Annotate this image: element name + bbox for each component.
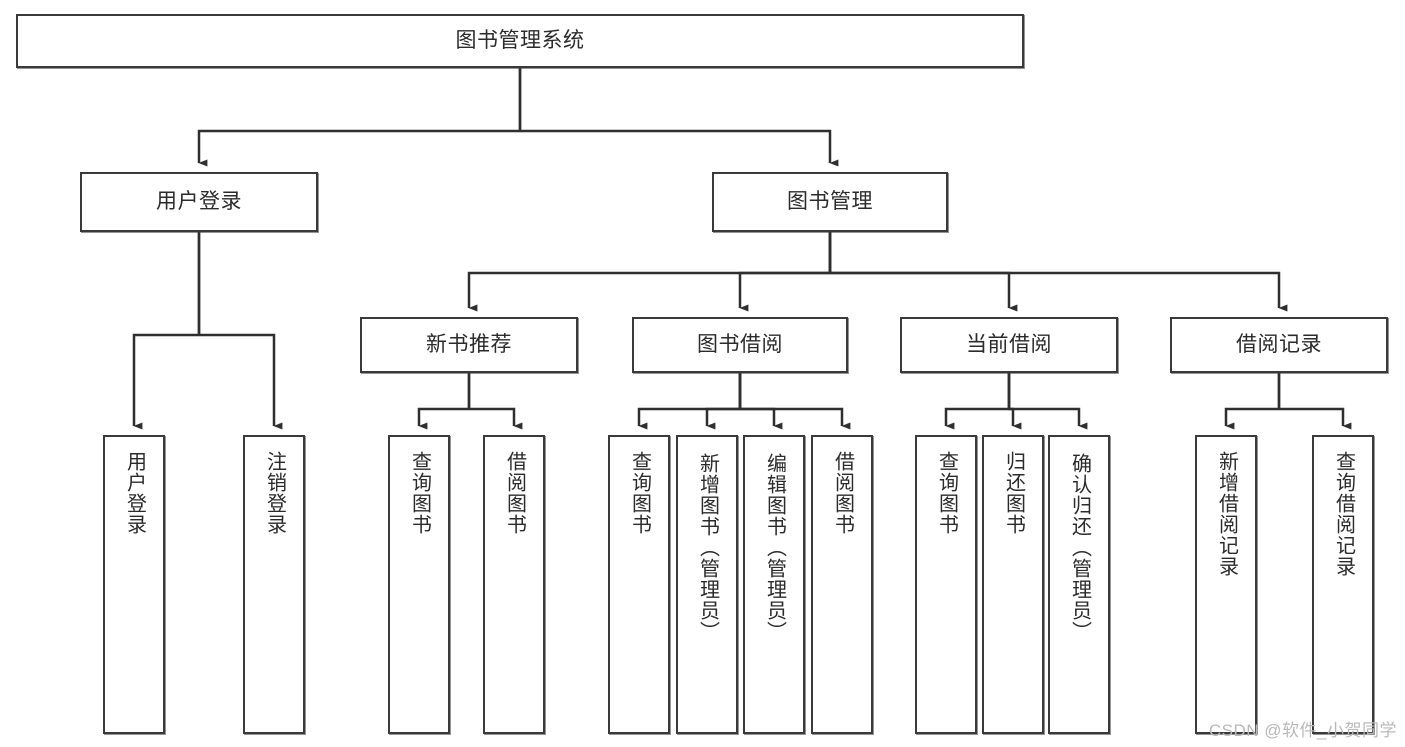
connector-book-borrow-to-leaf-add-book: [705, 373, 742, 430]
connector-borrow-record-to-leaf-query-record: [1277, 373, 1352, 430]
connector-root-to-user-login: [197, 68, 522, 167]
leaf-leaf-add-record[interactable]: 新增借阅记录: [1195, 435, 1257, 734]
watermark: CSDN @软件_小贺同学: [1208, 721, 1397, 740]
node-book-manage[interactable]: 图书管理: [712, 172, 948, 232]
connector-book-borrow-to-leaf-edit-book: [738, 373, 783, 430]
node-label: 查询图书: [935, 451, 958, 535]
node-label: 当前借阅: [966, 333, 1052, 357]
leaf-leaf-user-logout[interactable]: 注销登录: [243, 435, 305, 734]
leaf-leaf-return-book[interactable]: 归还图书: [982, 435, 1044, 734]
connector-book-borrow-to-leaf-borrow-book-2: [738, 373, 851, 430]
node-label: 借阅图书: [831, 451, 854, 535]
node-label: 借阅记录: [1236, 333, 1322, 357]
node-label: 图书借阅: [697, 333, 783, 357]
connector-borrow-record-to-leaf-add-record: [1224, 373, 1281, 430]
node-new-book-recommend[interactable]: 新书推荐: [360, 317, 578, 373]
connector-book-manage-to-borrow-record: [828, 232, 1288, 312]
connector-root-to-book-manage: [518, 68, 839, 167]
node-user-login[interactable]: 用户登录: [80, 172, 318, 232]
node-label: 注销登录: [263, 451, 286, 535]
node-label: 用户登录: [123, 451, 146, 535]
node-label: 编辑图书（管理员）: [763, 453, 786, 642]
node-label: 图书管理: [787, 190, 873, 214]
connector-new-book-recommend-to-leaf-query-book-1: [417, 373, 471, 430]
node-label: 确认归还（管理员）: [1068, 453, 1091, 642]
node-root[interactable]: 图书管理系统: [16, 14, 1024, 68]
node-label: 查询借阅记录: [1332, 451, 1355, 577]
connector-book-manage-to-new-book-recommend: [467, 232, 832, 312]
node-borrow-record[interactable]: 借阅记录: [1170, 317, 1388, 373]
leaf-leaf-borrow-book-2[interactable]: 借阅图书: [811, 435, 873, 734]
node-label: 新增借阅记录: [1215, 451, 1238, 577]
node-book-borrow[interactable]: 图书借阅: [632, 317, 848, 373]
connector-book-borrow-to-leaf-query-book-2: [637, 373, 742, 430]
connector-book-manage-to-book-borrow: [738, 232, 832, 312]
node-current-borrow[interactable]: 当前借阅: [900, 317, 1118, 373]
node-label: 借阅图书: [503, 451, 526, 535]
connector-current-borrow-to-leaf-confirm-return: [1007, 373, 1088, 430]
node-label: 图书管理系统: [455, 29, 585, 53]
connector-current-borrow-to-leaf-query-book-3: [944, 373, 1011, 430]
node-label: 新增图书（管理员）: [696, 453, 719, 642]
leaf-leaf-query-book-2[interactable]: 查询图书: [608, 435, 670, 734]
connector-user-login-to-leaf-user-login: [132, 232, 201, 430]
leaf-leaf-query-book-1[interactable]: 查询图书: [388, 435, 450, 734]
leaf-leaf-edit-book[interactable]: 编辑图书（管理员）: [743, 435, 805, 734]
leaf-leaf-add-book[interactable]: 新增图书（管理员）: [676, 435, 738, 734]
node-label: 归还图书: [1002, 451, 1025, 535]
connector-new-book-recommend-to-leaf-borrow-book-1: [467, 373, 523, 430]
node-label: 查询图书: [408, 451, 431, 535]
node-label: 用户登录: [156, 190, 242, 214]
node-label: 新书推荐: [426, 333, 512, 357]
connector-user-login-to-leaf-user-logout: [197, 232, 283, 430]
connector-current-borrow-to-leaf-return-book: [1007, 373, 1022, 430]
connector-book-manage-to-current-borrow: [828, 232, 1018, 312]
leaf-leaf-borrow-book-1[interactable]: 借阅图书: [483, 435, 545, 734]
leaf-leaf-confirm-return[interactable]: 确认归还（管理员）: [1048, 435, 1110, 734]
leaf-leaf-user-login[interactable]: 用户登录: [103, 435, 165, 734]
leaf-leaf-query-book-3[interactable]: 查询图书: [915, 435, 977, 734]
leaf-leaf-query-record[interactable]: 查询借阅记录: [1312, 435, 1374, 734]
node-label: 查询图书: [628, 451, 651, 535]
